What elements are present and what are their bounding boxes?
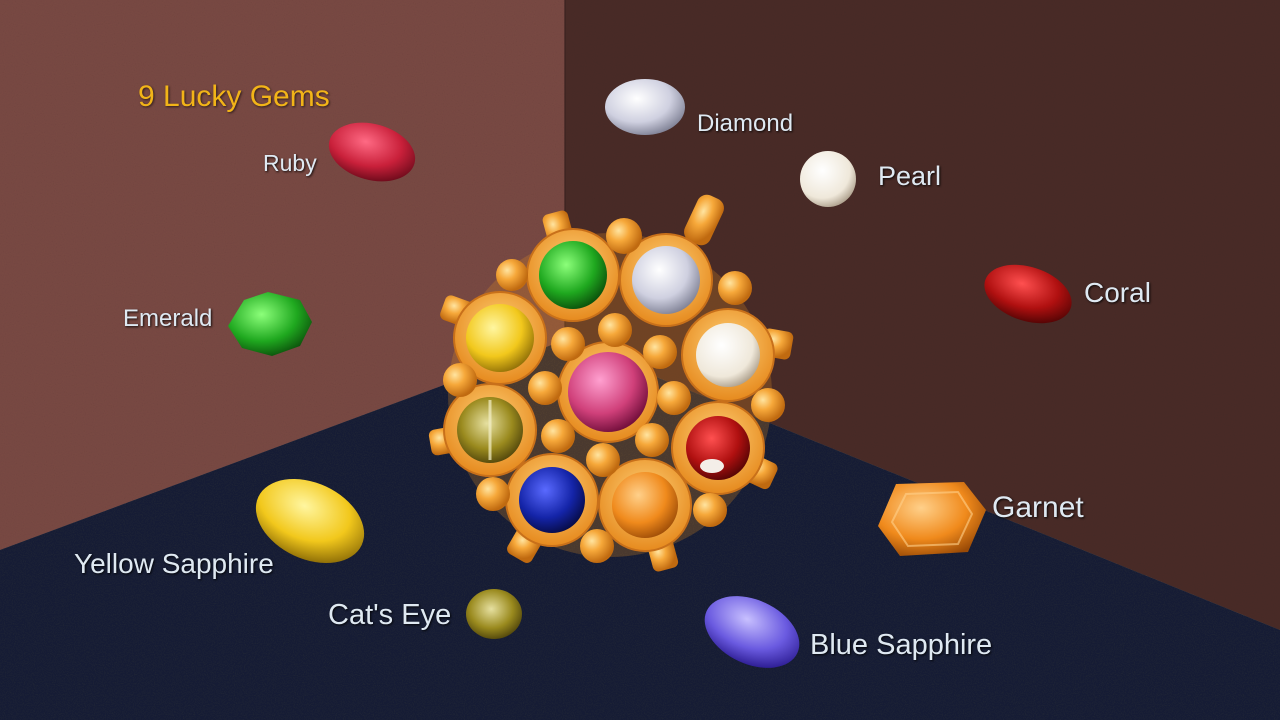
- pendant-blue-sapphire: [519, 467, 585, 533]
- left-wall: [0, 0, 565, 550]
- coral-label: Coral: [1084, 277, 1151, 308]
- emerald-gem: [228, 292, 312, 356]
- diamond-gem: [605, 79, 685, 135]
- ruby-gem: [328, 122, 416, 182]
- emerald-label: Emerald: [123, 305, 213, 332]
- yellow-sapphire-gem: [255, 478, 365, 564]
- page-title: 9 Lucky Gems: [138, 80, 330, 113]
- right-wall: [565, 0, 1280, 630]
- cats-eye-gem: [466, 589, 522, 639]
- garnet-label: Garnet: [992, 491, 1084, 524]
- pendant-ruby: [568, 352, 648, 432]
- blue-sapphire-gem: [704, 596, 800, 668]
- pearl-label: Pearl: [878, 161, 942, 191]
- pendant-pearl: [696, 323, 760, 387]
- pearl-gem: [800, 151, 856, 207]
- pendant-diamond: [632, 246, 700, 314]
- pendant-garnet: [612, 472, 678, 538]
- yellow-sapphire-label: Yellow Sapphire: [74, 548, 274, 579]
- navaratna-pendant: [428, 194, 794, 572]
- pendant-emerald: [539, 241, 607, 309]
- cats-eye-label: Cat's Eye: [328, 599, 452, 631]
- blue-sapphire-label: Blue Sapphire: [810, 629, 993, 661]
- diamond-label: Diamond: [697, 110, 794, 137]
- ruby-label: Ruby: [263, 150, 317, 176]
- coral-gem: [984, 264, 1072, 324]
- garnet-gem: [878, 482, 986, 556]
- pendant-yellow-sapphire: [466, 304, 534, 372]
